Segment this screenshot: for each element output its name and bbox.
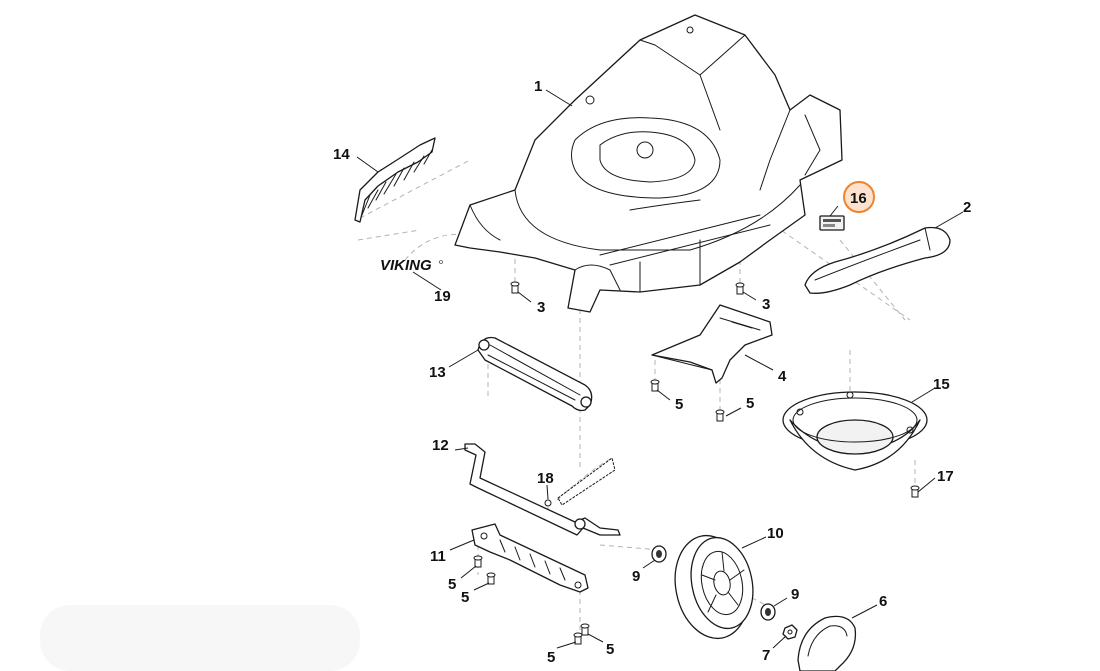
- callout-17[interactable]: 17: [937, 468, 954, 485]
- callout-9-left[interactable]: 9: [632, 568, 640, 585]
- callout-2[interactable]: 2: [963, 199, 971, 216]
- screw-deck-right: [735, 282, 745, 295]
- callout-6[interactable]: 6: [879, 593, 887, 610]
- floor-shadow: [40, 605, 360, 671]
- label-part: [819, 215, 845, 231]
- screw-bottom-b: [580, 623, 590, 636]
- front-bumper-part: [477, 336, 593, 412]
- svg-text:VIKING: VIKING: [380, 257, 432, 274]
- callout-11[interactable]: 11: [430, 548, 446, 565]
- screw-bottom-a: [573, 632, 583, 645]
- callout-10[interactable]: 10: [767, 525, 784, 542]
- highlight-circle-16: [843, 181, 875, 213]
- callout-3-left[interactable]: 3: [537, 299, 545, 316]
- callout-12[interactable]: 12: [432, 437, 449, 454]
- callout-5-plate-right[interactable]: 5: [746, 395, 754, 412]
- callout-4[interactable]: 4: [778, 368, 787, 385]
- callout-5-plate-left[interactable]: 5: [675, 396, 683, 413]
- callout-5-axle-a[interactable]: 5: [448, 576, 456, 593]
- callout-5-bottom-a[interactable]: 5: [547, 649, 555, 666]
- callout-1[interactable]: 1: [534, 78, 542, 95]
- leader-lines: [356, 89, 964, 649]
- screw-axle-a: [473, 555, 483, 568]
- screw-bowl: [910, 485, 920, 498]
- callout-5-axle-b[interactable]: 5: [461, 589, 469, 606]
- nut-part: [782, 624, 798, 640]
- deck-part: [454, 14, 843, 313]
- screw-axle-b: [486, 572, 496, 585]
- screw-deck-left: [510, 281, 520, 294]
- screw-plate-left: [650, 379, 660, 392]
- callout-9-right[interactable]: 9: [791, 586, 799, 603]
- callout-13[interactable]: 13: [429, 364, 446, 381]
- callout-5-bottom-b[interactable]: 5: [606, 641, 614, 658]
- callout-19[interactable]: 19: [434, 288, 451, 305]
- callout-14[interactable]: 14: [333, 146, 350, 163]
- screw-plate-right: [715, 409, 725, 422]
- bushing-right-part: [760, 603, 776, 621]
- viking-logo: VIKING: [380, 257, 443, 274]
- callout-16[interactable]: 16: [850, 190, 867, 207]
- callout-7[interactable]: 7: [762, 647, 770, 664]
- mulch-plate-part: [651, 304, 773, 384]
- axle-bracket-part: [471, 523, 589, 593]
- callout-3-right[interactable]: 3: [762, 296, 770, 313]
- pin-part: [544, 457, 616, 507]
- callout-18[interactable]: 18: [537, 470, 554, 487]
- screws: [473, 281, 920, 645]
- callout-15[interactable]: 15: [933, 376, 950, 393]
- bowl-part: [782, 391, 928, 471]
- handle-cover-part: [804, 226, 951, 294]
- hub-cap-part: [797, 615, 857, 671]
- callout-numbers: 1 2 3 3 4 5 5 5 5 5 5 6 7 9 9 10 11 12 1…: [333, 78, 971, 666]
- side-trim-part: [354, 137, 436, 223]
- wheel-part: [674, 534, 754, 640]
- axle-part: [464, 443, 621, 536]
- bushing-left-part: [651, 545, 667, 563]
